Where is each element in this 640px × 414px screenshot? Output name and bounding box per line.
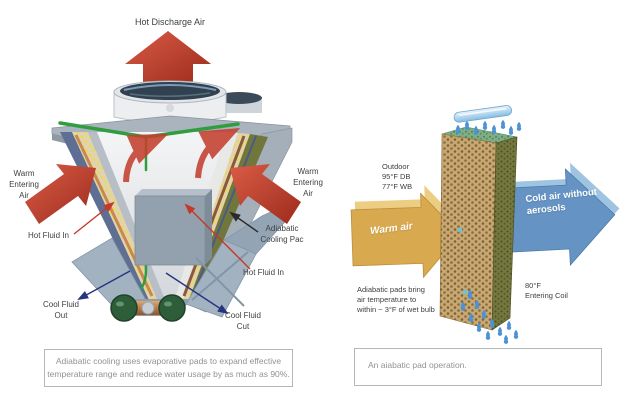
spray-pipe <box>453 105 513 123</box>
warm-entering-air-arrow-right <box>230 164 301 224</box>
hot-fluid-in-right-label: Hot Fluid In <box>243 268 284 277</box>
internal-air-swirl-icons <box>123 127 241 183</box>
warm-entering-air-right-label: Warm Entering Air <box>293 167 323 198</box>
leader-lines <box>73 201 259 315</box>
bottom-manifold <box>110 294 186 322</box>
fan-unit <box>113 80 262 124</box>
hot-discharge-air-label: Hot Discharge Air <box>134 17 206 27</box>
adiabatic-pad-figure: Outdoor 95°F DB 77°F WB Warm air Cold ai… <box>320 0 640 414</box>
warm-entering-air-arrow-left <box>25 164 96 224</box>
hot-fluid-in-left-label: Hot Fluid In <box>28 231 69 240</box>
dry-cooler-illustration <box>25 31 301 322</box>
adiabatic-pad-illustration <box>350 105 620 344</box>
cool-fluid-cut-label: Cool Fluid Cut <box>224 311 261 331</box>
evaporative-pad <box>439 126 518 331</box>
warm-air-arrow <box>350 185 464 279</box>
center-control-box <box>134 189 212 266</box>
entering-coil-label: 80°F Entering Coil <box>525 281 568 301</box>
cool-fluid-out-label: Cool Fluid Out <box>42 300 79 320</box>
warm-entering-air-left-label: Warm Entering Air <box>9 169 39 200</box>
adiabatic-pads-note-label: Adiabatic pads bring air temperature to … <box>357 285 435 315</box>
adiabatic-cooling-pac-label: Adiabatic Cooling Pac <box>260 224 304 244</box>
right-figure-caption: An aiabatic pad operation. <box>354 348 602 386</box>
dry-cooler-figure: Hot Discharge Air Warm Entering Air Warm… <box>9 17 323 387</box>
left-figure-caption: Adiabatic cooling uses evaporative pads … <box>44 349 293 387</box>
outdoor-conditions-label: Outdoor 95°F DB 77°F WB <box>382 162 413 192</box>
hot-discharge-arrow-icon <box>125 31 211 83</box>
